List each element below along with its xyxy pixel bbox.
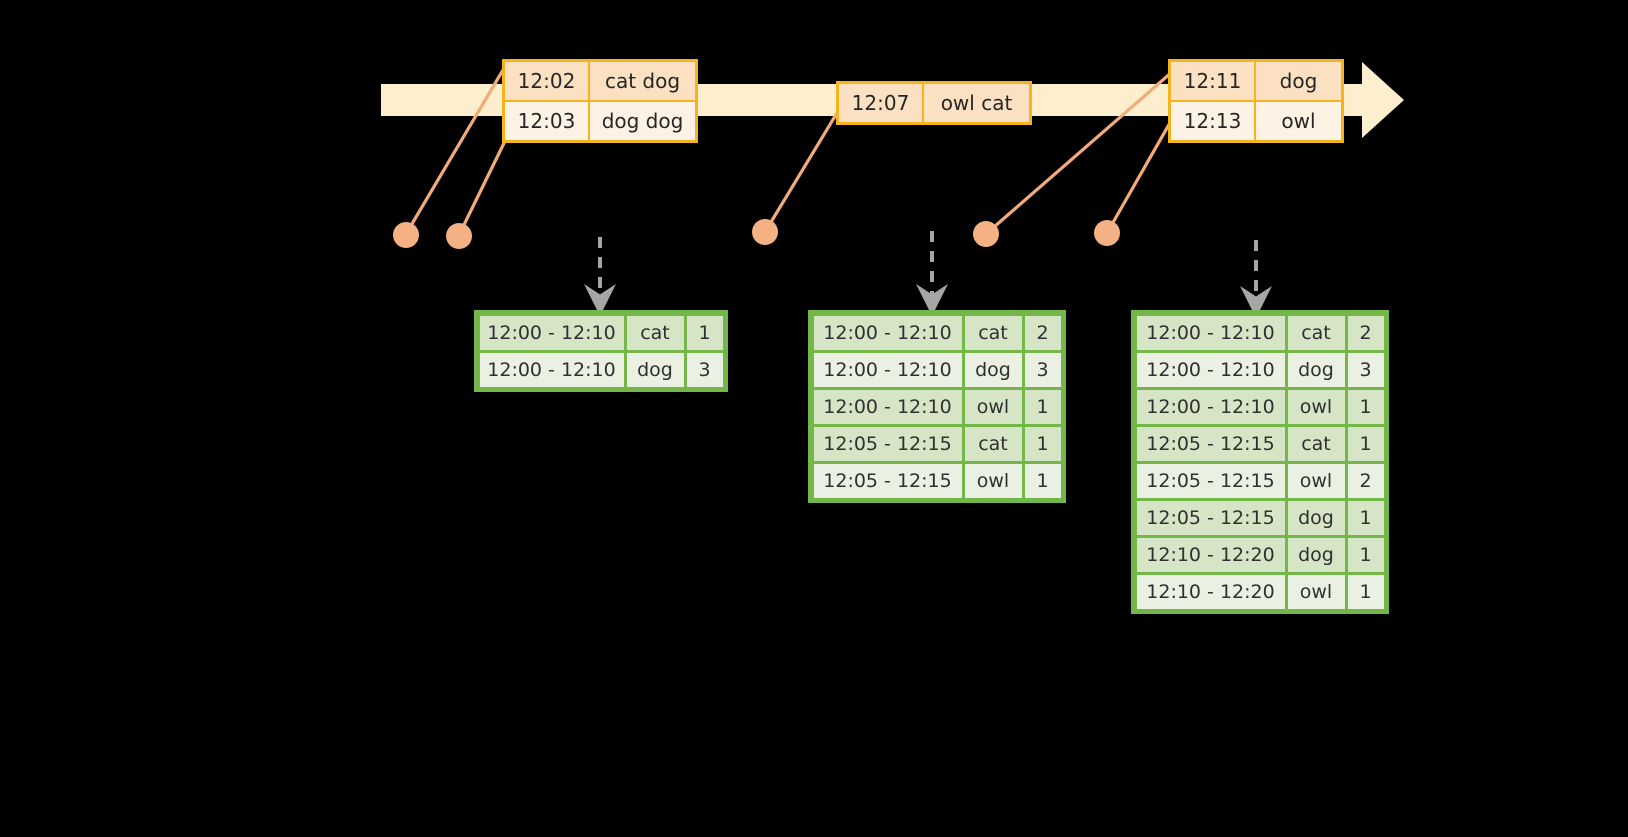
event-time: 12:07 bbox=[839, 84, 924, 122]
cell-window: 12:00 - 12:10 bbox=[479, 352, 624, 387]
cell-window: 12:00 - 12:10 bbox=[1136, 352, 1285, 387]
cell-window: 12:10 - 12:20 bbox=[1136, 537, 1285, 572]
cell-count: 3 bbox=[686, 352, 723, 387]
connector-line-5 bbox=[1105, 112, 1177, 235]
cell-window: 12:05 - 12:15 bbox=[1136, 426, 1285, 461]
dot-4-icon bbox=[973, 221, 999, 247]
cell-word: cat bbox=[964, 426, 1022, 461]
cell-count: 2 bbox=[1347, 463, 1384, 498]
cell-window: 12:00 - 12:10 bbox=[813, 315, 962, 350]
cell-window: 12:00 - 12:10 bbox=[1136, 315, 1285, 350]
event-row[interactable]: 12:13 owl bbox=[1171, 100, 1341, 140]
event-row[interactable]: 12:03 dog dog bbox=[505, 100, 695, 140]
cell-window: 12:05 - 12:15 bbox=[813, 426, 962, 461]
cell-window: 12:00 - 12:10 bbox=[479, 315, 624, 350]
cell-word: dog bbox=[964, 352, 1022, 387]
cell-count: 3 bbox=[1347, 352, 1384, 387]
cell-count: 2 bbox=[1347, 315, 1384, 350]
event-row[interactable]: 12:11 dog bbox=[1171, 62, 1341, 100]
event-time: 12:13 bbox=[1171, 102, 1256, 140]
cell-window: 12:05 - 12:15 bbox=[1136, 463, 1285, 498]
cell-count: 1 bbox=[1347, 500, 1384, 535]
event-text: owl cat bbox=[924, 84, 1029, 122]
cell-word: cat bbox=[1287, 315, 1345, 350]
connector-line-3 bbox=[763, 106, 842, 234]
cell-window: 12:00 - 12:10 bbox=[1136, 389, 1285, 424]
event-text: owl bbox=[1256, 102, 1341, 140]
cell-word: owl bbox=[964, 389, 1022, 424]
cell-window: 12:10 - 12:20 bbox=[1136, 574, 1285, 609]
dot-2-icon bbox=[446, 223, 472, 249]
cell-count: 2 bbox=[1024, 315, 1061, 350]
cell-window: 12:05 - 12:15 bbox=[1136, 500, 1285, 535]
cell-count: 1 bbox=[1347, 537, 1384, 572]
connector-line-2 bbox=[457, 137, 508, 237]
cell-word: owl bbox=[1287, 574, 1345, 609]
cell-window: 12:05 - 12:15 bbox=[813, 463, 962, 498]
cell-count: 1 bbox=[1347, 389, 1384, 424]
event-text: dog bbox=[1256, 62, 1341, 100]
cell-word: cat bbox=[1287, 426, 1345, 461]
event-time: 12:11 bbox=[1171, 62, 1256, 100]
event-dots bbox=[393, 219, 1120, 249]
cell-count: 3 bbox=[1024, 352, 1061, 387]
event-row[interactable]: 12:02 cat dog bbox=[505, 62, 695, 100]
cell-word: dog bbox=[626, 352, 684, 387]
cell-word: dog bbox=[1287, 537, 1345, 572]
cell-window: 12:00 - 12:10 bbox=[813, 352, 962, 387]
cell-count: 1 bbox=[1024, 389, 1061, 424]
cell-word: dog bbox=[1287, 352, 1345, 387]
event-row[interactable]: 12:07 owl cat bbox=[839, 84, 1029, 122]
cell-word: owl bbox=[1287, 389, 1345, 424]
result-arrows bbox=[584, 231, 1272, 318]
cell-count: 1 bbox=[1347, 574, 1384, 609]
cell-word: owl bbox=[964, 463, 1022, 498]
connector-line-1 bbox=[404, 68, 505, 236]
cell-count: 1 bbox=[1024, 426, 1061, 461]
cell-count: 1 bbox=[1347, 426, 1384, 461]
cell-count: 1 bbox=[1024, 463, 1061, 498]
event-group-1[interactable]: 12:02 cat dog 12:03 dog dog bbox=[502, 59, 698, 143]
dot-5-icon bbox=[1094, 220, 1120, 246]
cell-window: 12:00 - 12:10 bbox=[813, 389, 962, 424]
event-group-3[interactable]: 12:11 dog 12:13 owl bbox=[1168, 59, 1344, 143]
dot-3-icon bbox=[752, 219, 778, 245]
event-group-2[interactable]: 12:07 owl cat bbox=[836, 81, 1032, 125]
cell-word: dog bbox=[1287, 500, 1345, 535]
dot-1-icon bbox=[393, 222, 419, 248]
event-time: 12:03 bbox=[505, 102, 590, 140]
event-time: 12:02 bbox=[505, 62, 590, 100]
cell-word: cat bbox=[626, 315, 684, 350]
cell-count: 1 bbox=[686, 315, 723, 350]
event-text: dog dog bbox=[590, 102, 695, 140]
cell-word: owl bbox=[1287, 463, 1345, 498]
event-text: cat dog bbox=[590, 62, 695, 100]
cell-word: cat bbox=[964, 315, 1022, 350]
